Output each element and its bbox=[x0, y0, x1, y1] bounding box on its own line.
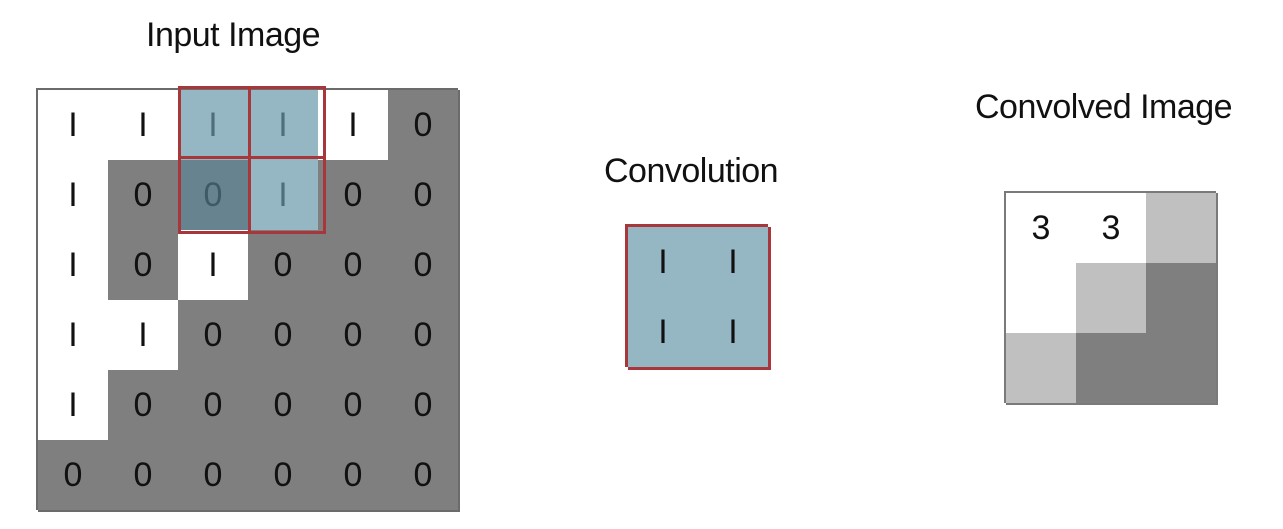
input-image-cell-r4-c2: I bbox=[108, 300, 180, 372]
input-image-cell-r6-c3: 0 bbox=[178, 440, 250, 512]
input-image-cell-r4-c6: 0 bbox=[388, 300, 460, 372]
input-image-cell-r2-c2: 0 bbox=[108, 160, 180, 232]
input-image-cell-r4-c5: 0 bbox=[318, 300, 390, 372]
input-image-cell-r5-c6: 0 bbox=[388, 370, 460, 442]
input-image-cell-r1-c4: I bbox=[248, 90, 320, 162]
kernel-cell-r1-c2: I bbox=[698, 227, 771, 300]
convolved-image-cell-r1-c2: 3 bbox=[1076, 193, 1148, 265]
input-image-cell-r3-c3: I bbox=[178, 230, 250, 302]
input-image-cell-r3-c2: 0 bbox=[108, 230, 180, 302]
convolved-image-cell-r3-c2 bbox=[1076, 333, 1148, 405]
input-image-cell-r4-c4: 0 bbox=[248, 300, 320, 372]
input-image-title: Input Image bbox=[146, 16, 321, 54]
input-image-cell-r3-c4: 0 bbox=[248, 230, 320, 302]
input-image-cell-r6-c5: 0 bbox=[318, 440, 390, 512]
input-image-cell-r5-c1: I bbox=[38, 370, 110, 442]
input-image-cell-r1-c1: I bbox=[38, 90, 110, 162]
convolved-image-cell-r2-c3 bbox=[1146, 263, 1218, 335]
convolution-title: Convolution bbox=[604, 152, 779, 190]
convolved-image-cell-r3-c1 bbox=[1006, 333, 1078, 405]
input-image-cell-r2-c3: 0 bbox=[178, 160, 250, 232]
input-image-cell-r6-c1: 0 bbox=[38, 440, 110, 512]
input-image-cell-r3-c5: 0 bbox=[318, 230, 390, 302]
input-image-cell-r2-c4: I bbox=[248, 160, 320, 232]
input-image-cell-r1-c6: 0 bbox=[388, 90, 460, 162]
input-image-cell-r3-c1: I bbox=[38, 230, 110, 302]
input-image-cell-r1-c3: I bbox=[178, 90, 250, 162]
convolved-image-title: Convolved Image bbox=[975, 88, 1233, 126]
input-image-cell-r5-c4: 0 bbox=[248, 370, 320, 442]
input-image-cell-r6-c6: 0 bbox=[388, 440, 460, 512]
input-image-cell-r5-c2: 0 bbox=[108, 370, 180, 442]
convolved-image-cell-r1-c3 bbox=[1146, 193, 1218, 265]
input-image-cell-r2-c1: I bbox=[38, 160, 110, 232]
input-image-cell-r6-c4: 0 bbox=[248, 440, 320, 512]
kernel-cell-r1-c1: I bbox=[628, 227, 701, 300]
convolved-image-cell-r2-c1 bbox=[1006, 263, 1078, 335]
convolved-image-cell-r2-c2 bbox=[1076, 263, 1148, 335]
kernel-cell-r2-c1: I bbox=[628, 297, 701, 370]
input-image-cell-r5-c3: 0 bbox=[178, 370, 250, 442]
input-image-cell-r4-c1: I bbox=[38, 300, 110, 372]
input-image-cell-r5-c5: 0 bbox=[318, 370, 390, 442]
input-image-cell-r2-c6: 0 bbox=[388, 160, 460, 232]
convolved-image-cell-r1-c1: 3 bbox=[1006, 193, 1078, 265]
input-image-cell-r1-c2: I bbox=[108, 90, 180, 162]
input-image-cell-r4-c3: 0 bbox=[178, 300, 250, 372]
input-image-cell-r3-c6: 0 bbox=[388, 230, 460, 302]
kernel-cell-r2-c2: I bbox=[698, 297, 771, 370]
input-image-cell-r2-c5: 0 bbox=[318, 160, 390, 232]
convolved-image-cell-r3-c3 bbox=[1146, 333, 1218, 405]
input-image-cell-r1-c5: I bbox=[318, 90, 390, 162]
input-image-cell-r6-c2: 0 bbox=[108, 440, 180, 512]
